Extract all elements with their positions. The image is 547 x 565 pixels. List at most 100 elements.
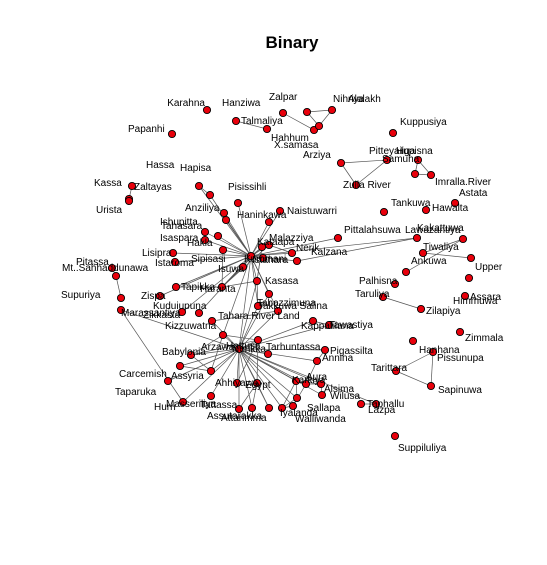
node-papanhi	[167, 129, 177, 139]
node-label-kuppusiya: Kuppusiya	[400, 117, 447, 128]
node-walliwanda	[288, 401, 298, 411]
edge-nerikka-arzawa	[222, 334, 259, 341]
edge-kummani-haninkawa	[250, 221, 270, 257]
node-label-babylonia: Babylonia	[162, 347, 206, 358]
edge-hattusa-iyalanda	[238, 348, 283, 409]
edge-kummani-kalzana	[250, 255, 298, 262]
node-tattassa	[247, 403, 257, 413]
node-label-carcemish: Carcemish	[119, 369, 167, 380]
node-label-palhisna: Palhisna	[359, 276, 398, 287]
node-taharariver	[273, 306, 283, 316]
node-zikkasta	[194, 308, 204, 318]
edge-kummani-istaroma	[174, 255, 252, 263]
edge-egypt-tattassa	[251, 382, 258, 409]
edge-hattusa-tahazzimuna	[238, 293, 270, 350]
node-tahazzimuna	[264, 289, 274, 299]
node-label-ahhiyawa: Ahhiyawa	[215, 378, 259, 389]
node-assara	[460, 291, 470, 301]
node-label-kuduiupuna: Kuduiupuna	[153, 301, 207, 312]
node-label-pitteyarigo: Pitteyaiiga	[369, 146, 416, 157]
edge-hattusa-babylonia	[190, 348, 240, 356]
node-label-pissunupa: Pissunupa	[437, 353, 484, 364]
node-zispa	[155, 291, 165, 301]
node-supuriya	[116, 293, 126, 303]
node-xsamasa	[314, 121, 324, 131]
node-label-takkuwasalina: Takkuwa Salina	[258, 301, 328, 312]
node-label-tankuwa: Tankuwa	[391, 198, 431, 209]
node-label-hawalta: Hawalta	[432, 203, 469, 214]
node-istaroma	[170, 257, 180, 267]
node-nerik	[287, 248, 297, 258]
node-marassantiya	[116, 305, 126, 315]
node-iyalanda	[277, 403, 287, 413]
edge-nerik-malazziya	[268, 244, 293, 254]
edge-hattusa-takkuwasalina	[238, 305, 259, 350]
node-label-egypt: Egypt	[245, 380, 271, 391]
node-malazziya	[264, 240, 274, 250]
edge-taruliya-zilapiya	[382, 296, 422, 310]
node-label-taphallu: Taphallu	[367, 399, 404, 410]
node-lawazantiya	[412, 233, 422, 243]
node-label-zispa: Zispa	[141, 291, 166, 302]
node-hassa	[194, 181, 204, 191]
node-label-kassa: Kassa	[94, 178, 122, 189]
edge-kummani-pisissihli	[237, 202, 252, 257]
edge-babylonia-assyria	[190, 354, 212, 372]
node-taphallu	[356, 399, 366, 409]
node-label-pigassilta: Pigassilta	[330, 346, 373, 357]
edge-tiwaliya-upper	[422, 252, 472, 259]
node-label-urista: Urista	[96, 205, 123, 216]
edge-haranta-sipisasi	[221, 249, 224, 288]
node-kizzuwatna	[207, 316, 217, 326]
node-attarimma	[264, 403, 274, 413]
edge-arziya-pitteyarigo	[340, 159, 388, 164]
node-hupisna	[413, 155, 423, 165]
node-label-kasasa: Kasasa	[265, 276, 299, 287]
node-aura	[301, 379, 311, 389]
edge-arziya-zuluriver	[340, 162, 357, 186]
node-label-kakattuwa: Kakattuwa	[417, 223, 464, 234]
node-karkiya	[291, 376, 301, 386]
node-zimmala	[455, 327, 465, 337]
node-hakla	[200, 235, 210, 245]
node-label-karkiya: Karkiya	[292, 375, 326, 386]
node-label-papanhi: Papanhi	[128, 124, 165, 135]
node-label-tawastiya: Tawastiya	[329, 320, 373, 331]
node-label-talmaliya: Talmaliya	[241, 116, 283, 127]
node-ishupitta	[221, 215, 231, 225]
node-label-masseriliya: Masseriliya	[166, 399, 216, 410]
node-label-kataapa: Kataapa	[257, 237, 295, 248]
node-nihriya	[302, 107, 312, 117]
node-hattusa	[234, 344, 244, 354]
node-lisipra	[168, 248, 178, 258]
node-label-hassa: Hassa	[146, 160, 175, 171]
node-kasasa	[252, 276, 262, 286]
node-pitteyarigo	[382, 155, 392, 165]
edge-hattusa-tawastiya	[238, 324, 330, 350]
node-label-sallapa: Sallapa	[307, 403, 341, 414]
node-anziliya	[219, 208, 229, 218]
node-label-ankuwa: Ankuwa	[411, 256, 447, 267]
edge-kummani-tahasara	[204, 231, 252, 257]
edge-nihriya-alalakh	[306, 109, 333, 113]
edge-tarittara-sapinuwa	[395, 370, 432, 387]
node-layer	[107, 105, 476, 441]
node-label-imrallariver: Imralla.River	[435, 177, 492, 188]
edge-hattusa-tattassa	[238, 348, 253, 409]
edge-hattusa-carcemish	[179, 348, 240, 367]
edge-kummani-pittalahsuwa	[250, 237, 339, 257]
node-label-annina: Annina	[322, 353, 354, 364]
node-taparuka	[163, 376, 173, 386]
node-label-anziliya: Anziliya	[185, 203, 220, 214]
node-label-hapisa: Hapisa	[180, 163, 212, 174]
node-label-zalpar: Zalpar	[269, 92, 298, 103]
edge-arzawa-babylonia	[190, 334, 224, 356]
node-imrallariver	[426, 170, 436, 180]
node-pigassilta	[320, 345, 330, 355]
edge-kakattuwa-tiwaliya	[422, 238, 464, 254]
edge-kummani-naistuwarri	[250, 210, 281, 257]
node-label-isuwa: Isuwa	[218, 264, 245, 275]
node-kuduiupuna	[177, 307, 187, 317]
edge-haranta-kasasa	[221, 280, 258, 288]
